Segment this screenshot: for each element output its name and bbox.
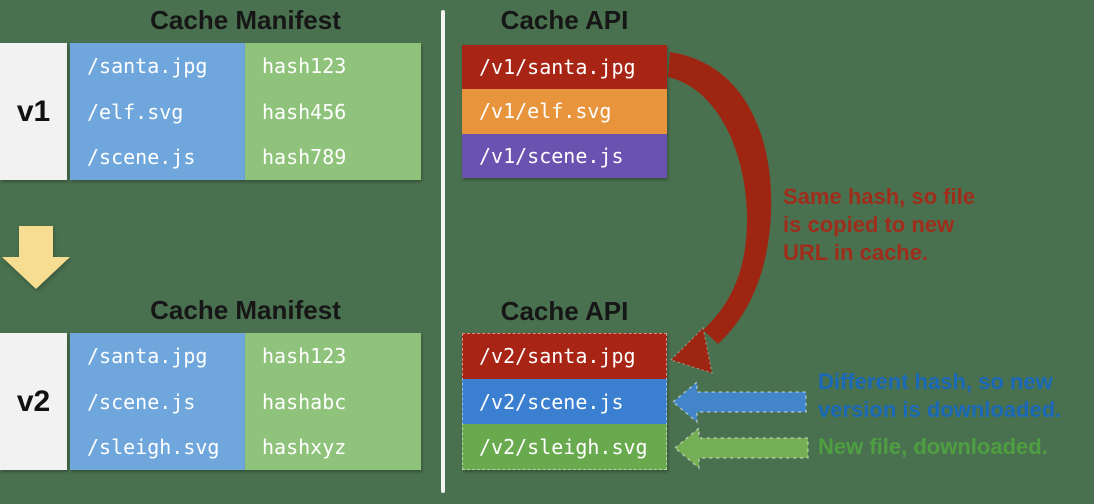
different-hash-annotation: Different hash, so new version is downlo… [818,369,1062,422]
cache-api-v2-title: Cache API [500,296,629,326]
cache-manifest-v2-title: Cache Manifest [150,295,341,325]
version-cell-v1: v1 [0,43,67,180]
version-cell-v2: v2 [0,333,67,470]
cache-entry: /v1/santa.jpg [462,45,667,90]
version-label-v1: v1 [16,94,51,128]
cache-api-v1-list: /v1/santa.jpg /v1/elf.svg /v1/scene.js [462,45,667,178]
file-cell: /santa.jpg [87,53,208,78]
cache-api-v1-title: Cache API [500,5,629,35]
same-hash-annotation: Same hash, so file is copied to new URL … [783,184,975,265]
hash-column-v2: hash123 hashabc hashxyz [245,333,421,470]
cache-entry: /v2/santa.jpg [462,333,667,379]
cache-entry: /v2/sleigh.svg [462,424,667,471]
hash-cell: hash456 [262,99,347,124]
cache-manifest-v1-title: Cache Manifest [150,5,341,35]
download-new-version-arrow-icon [671,380,807,424]
cache-entry: /v1/elf.svg [462,89,667,134]
copy-to-new-url-arrow-icon [668,52,772,374]
file-cell: /sleigh.svg [87,435,220,460]
file-column-v2: /santa.jpg /scene.js /sleigh.svg [70,333,245,470]
hash-cell: hash789 [262,145,347,170]
cache-entry: /v1/scene.js [462,133,667,178]
file-cell: /scene.js [87,389,196,414]
file-cell: /scene.js [87,145,196,170]
section-divider [441,10,445,493]
hash-cell: hash123 [262,53,347,78]
version-label-v2: v2 [16,384,51,418]
hash-cell: hash123 [262,343,347,368]
hash-cell: hashxyz [262,435,347,460]
new-file-annotation: New file, downloaded. [818,434,1048,459]
file-column-v1: /santa.jpg /elf.svg /scene.js [70,43,245,180]
cache-manifest-v1-table: v1 /santa.jpg /elf.svg /scene.js hash123… [0,43,421,180]
cache-manifest-v2-table: v2 /santa.jpg /scene.js /sleigh.svg hash… [0,333,421,470]
cache-entry: /v2/scene.js [462,378,667,425]
file-cell: /santa.jpg [87,343,208,368]
file-cell: /elf.svg [87,99,184,124]
new-file-download-arrow-icon [673,426,809,470]
hash-cell: hashabc [262,389,347,414]
version-update-down-arrow-icon [2,226,70,289]
cache-api-v2-list: /v2/santa.jpg /v2/scene.js /v2/sleigh.sv… [462,333,667,471]
hash-column-v1: hash123 hash456 hash789 [245,43,421,180]
